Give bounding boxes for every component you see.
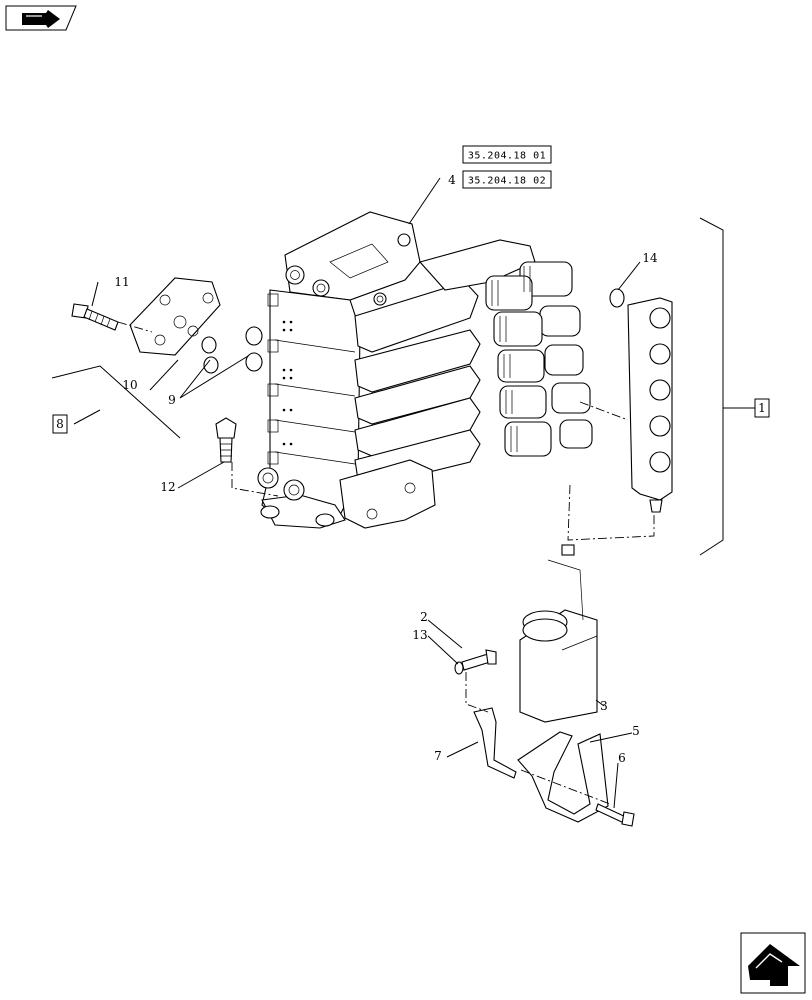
coupler-manifold-bar [627,297,673,513]
callout-12: 12 [160,480,175,494]
reference-box-01[interactable]: 35.204.18 01 [462,145,552,164]
callout-5: 5 [632,724,640,738]
flange-plate [129,277,221,356]
callout-3: 3 [600,699,608,713]
bolt-2 [454,649,497,675]
oil-reservoir [519,544,598,723]
strap-5 [517,731,609,823]
bolt-6 [595,803,635,827]
callout-1: 1 [758,401,766,415]
callout-6: 6 [618,751,626,765]
next-page-arrow-icon[interactable] [740,932,806,994]
bracket-7 [473,707,517,779]
bolt-11 [71,303,119,331]
callout-labels: 1 8 2 3 4 5 6 7 9 10 11 12 13 14 [52,173,770,765]
callout-11: 11 [114,275,129,289]
leader-lines [51,177,755,809]
control-valve-assembly [257,211,536,529]
bolt-12 [215,417,237,463]
callout-4: 4 [448,173,456,187]
callout-box-8 [52,414,68,434]
quick-coupler-group [485,261,593,457]
group-bracket [699,217,724,556]
reference-box-02[interactable]: 35.204.18 02 [462,170,552,189]
snap-ring [609,288,625,308]
callout-9: 9 [168,393,176,407]
callout-14: 14 [642,251,658,265]
callout-8: 8 [56,417,64,431]
callout-7: 7 [434,749,442,763]
reference-code: 35.204.18 02 [468,176,546,187]
o-rings [201,326,263,374]
alignment-lines [117,321,655,805]
callout-10: 10 [122,378,137,392]
reference-code: 35.204.18 01 [468,151,546,162]
callout-13: 13 [412,628,427,642]
previous-page-arrow-icon[interactable] [5,5,77,31]
callout-box-1 [754,398,770,418]
callout-2: 2 [420,610,428,624]
